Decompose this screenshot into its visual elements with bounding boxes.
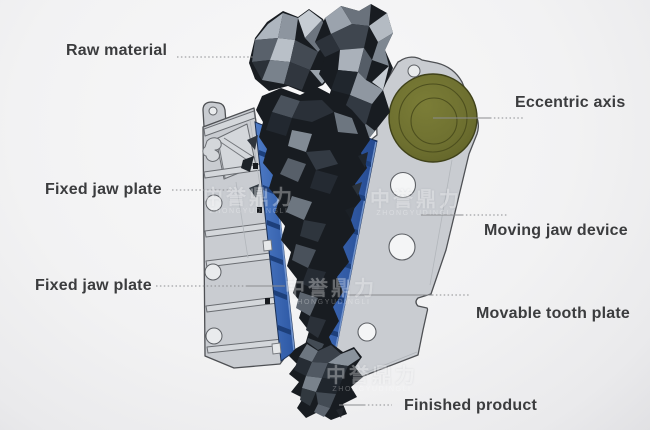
fixed-jaw-frame (202, 101, 290, 369)
label-moving-jaw-device: Moving jaw device (484, 222, 628, 239)
falling-rocks (241, 87, 370, 366)
finished-product-rocks (289, 342, 363, 420)
label-fixed-jaw-plate-lower: Fixed jaw plate (35, 277, 152, 294)
label-movable-tooth-plate: Movable tooth plate (476, 305, 631, 322)
leader-lines (156, 56, 524, 406)
label-eccentric-axis: Eccentric axis (515, 94, 626, 111)
label-fixed-jaw-plate-upper: Fixed jaw plate (45, 181, 162, 198)
label-raw-material: Raw material (66, 42, 168, 59)
label-finished-product: Finished product (404, 397, 537, 414)
